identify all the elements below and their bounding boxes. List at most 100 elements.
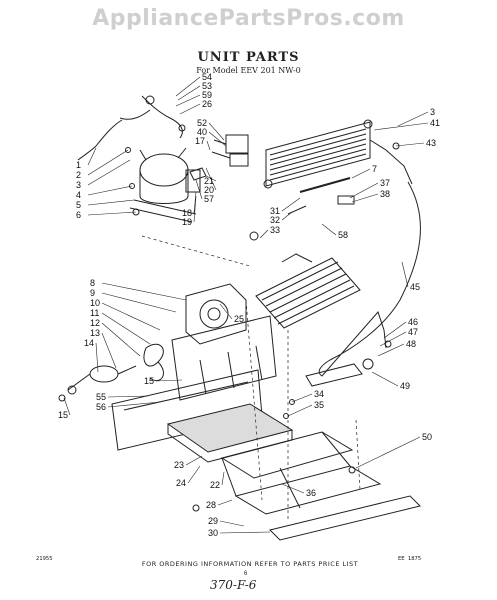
callout-59: 59	[202, 90, 212, 100]
diagram-subtitle: For Model EEV 201 NW-0	[196, 66, 301, 75]
leader-line	[193, 191, 197, 214]
callout-43: 43	[426, 138, 436, 148]
corner-code-left: 21955	[36, 556, 53, 562]
leader-line	[397, 111, 429, 127]
callout-11: 11	[90, 308, 99, 318]
leader-line	[87, 211, 137, 216]
leader-line	[401, 261, 409, 288]
leader-line	[351, 193, 379, 203]
callout-32: 32	[270, 215, 280, 225]
leader-line	[371, 371, 399, 387]
wire-harness	[77, 95, 186, 161]
screws	[58, 142, 400, 512]
leader-line	[395, 142, 425, 147]
callout-8: 8	[90, 278, 95, 288]
leader-line	[101, 322, 141, 357]
leader-line	[101, 282, 187, 301]
leader-line	[195, 179, 203, 200]
leader-line	[219, 520, 245, 527]
leader-line	[193, 195, 197, 223]
leader-line	[187, 465, 201, 484]
leader-line	[208, 131, 227, 147]
relay-overload-bracket	[189, 134, 249, 181]
drain-trough	[305, 358, 374, 387]
leader-line	[281, 197, 301, 212]
evaporator-coil	[249, 231, 361, 329]
leader-line	[379, 331, 407, 347]
callout-49: 49	[400, 381, 410, 391]
leader-line	[377, 343, 405, 357]
callout-28: 28	[206, 500, 216, 510]
leader-line	[281, 483, 305, 494]
callout-15: 15	[58, 410, 68, 420]
leader-line	[383, 321, 407, 339]
callout-54: 54	[202, 72, 212, 82]
leader-line	[205, 167, 217, 191]
leader-line	[291, 393, 313, 403]
assembly-guides	[141, 235, 361, 520]
callout-20: 20	[204, 185, 214, 195]
leader-line	[95, 342, 99, 373]
callout-55: 55	[96, 392, 106, 402]
callout-36: 36	[306, 488, 316, 498]
leader-line	[355, 436, 421, 469]
leader-line	[373, 122, 429, 131]
callout-labels: 5453592652401721205718191234563414373738…	[58, 72, 440, 538]
callout-37: 37	[380, 178, 390, 188]
base-frame	[220, 431, 421, 541]
leader-line	[155, 379, 183, 382]
callout-30: 30	[208, 528, 218, 538]
callout-47: 47	[408, 327, 418, 337]
condenser-coil	[263, 119, 413, 189]
callout-38: 38	[380, 189, 390, 199]
leader-line	[101, 302, 161, 331]
callout-17: 17	[195, 136, 205, 146]
callout-53: 53	[202, 81, 212, 91]
leader-line	[208, 122, 225, 141]
page-number: 6	[244, 571, 248, 577]
callout-4: 4	[76, 190, 81, 200]
callout-50: 50	[422, 432, 432, 442]
callout-3: 3	[76, 180, 81, 190]
leader-line	[107, 401, 161, 408]
capillary-tube	[318, 181, 421, 377]
leader-line	[175, 76, 201, 97]
callout-34: 34	[314, 389, 324, 399]
callout-10: 10	[90, 298, 100, 308]
callout-23: 23	[174, 460, 184, 470]
leader-line	[185, 455, 203, 466]
callout-57: 57	[204, 194, 214, 204]
callout-24: 24	[176, 478, 186, 488]
leader-line	[349, 182, 379, 199]
leader-line	[219, 531, 271, 534]
leader-line	[87, 185, 133, 196]
callout-46: 46	[408, 317, 418, 327]
leader-line	[287, 404, 313, 417]
leader-line	[206, 140, 211, 151]
leader-line	[281, 211, 293, 221]
callout-48: 48	[406, 339, 416, 349]
callout-13: 13	[90, 328, 100, 338]
callout-18: 18	[182, 208, 192, 218]
dryer-assembly	[287, 177, 355, 215]
leader-line	[107, 395, 149, 398]
leader-line	[177, 85, 201, 101]
leader-line	[219, 303, 233, 320]
leader-line	[259, 229, 269, 239]
leader-line	[179, 103, 201, 115]
callout-19: 19	[182, 217, 192, 227]
callout-22: 22	[210, 480, 220, 490]
watermark: AppliancePartsPros.com	[92, 6, 405, 31]
leader-line	[87, 149, 129, 176]
leader-line	[101, 312, 151, 345]
fan-motor	[67, 343, 164, 395]
callout-31: 31	[270, 206, 280, 216]
callout-12: 12	[90, 318, 100, 328]
callout-33: 33	[270, 225, 280, 235]
leader-line	[87, 147, 97, 166]
callout-29: 29	[208, 516, 218, 526]
handwritten-note: 370-F-6	[210, 578, 257, 592]
leader-line	[63, 397, 71, 416]
callout-45: 45	[410, 282, 420, 292]
drain-pan	[166, 403, 294, 463]
